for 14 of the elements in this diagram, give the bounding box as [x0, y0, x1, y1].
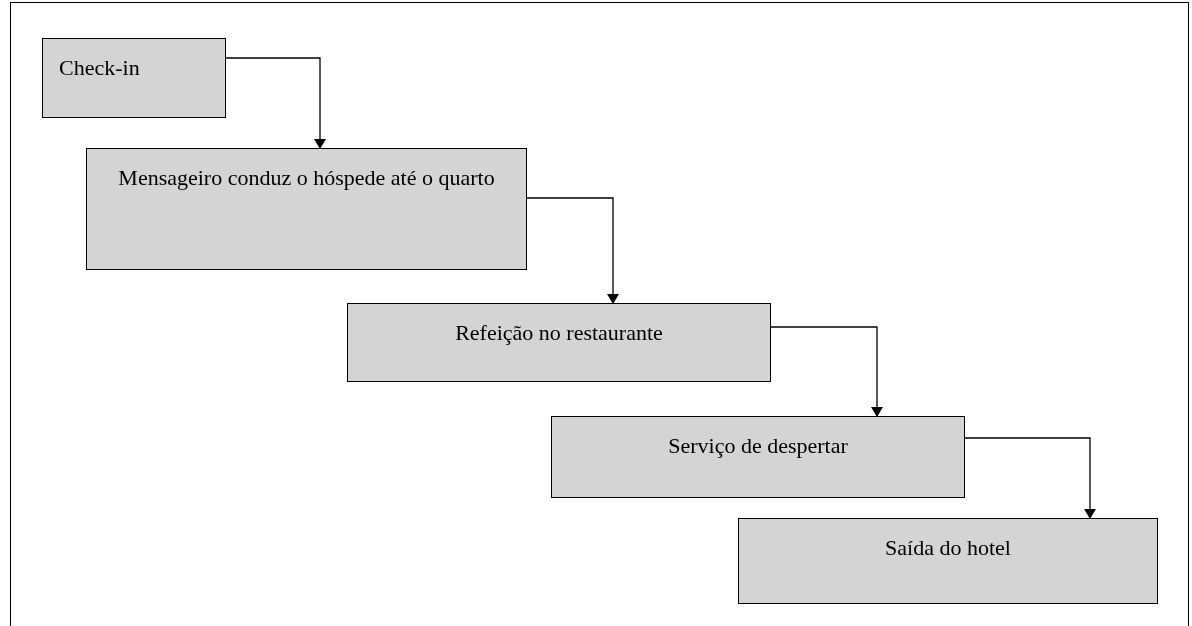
step-label: Serviço de despertar: [668, 432, 848, 460]
step-label: Refeição no restaurante: [455, 319, 663, 347]
arrow: [526, 197, 619, 304]
process-box: [347, 303, 771, 382]
process-box: [551, 416, 965, 498]
arrow: [225, 57, 326, 149]
arrow: [964, 437, 1096, 519]
arrow: [770, 326, 883, 417]
process-box: [738, 518, 1158, 604]
step-label: Saída do hotel: [885, 534, 1011, 562]
process-box: [86, 148, 527, 270]
step-label: Check-in: [59, 54, 140, 82]
step-label: Mensageiro conduz o hóspede até o quarto: [118, 164, 495, 192]
process-box: [42, 38, 226, 118]
